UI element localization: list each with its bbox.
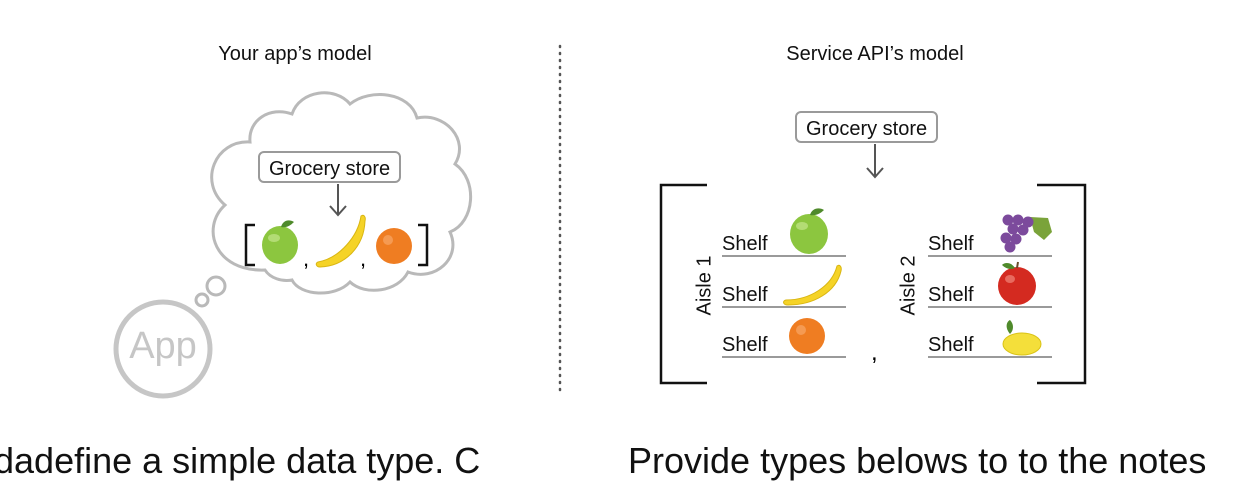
banana-icon bbox=[783, 264, 842, 306]
right-grocery-store-label: Grocery store bbox=[795, 111, 939, 143]
red-apple-icon bbox=[998, 261, 1036, 305]
aisle-1-label: Aisle 1 bbox=[693, 255, 716, 316]
aisle-2-label: Aisle 2 bbox=[897, 255, 920, 316]
left-panel-title: Your app’s model bbox=[218, 43, 372, 65]
app-circle bbox=[113, 299, 213, 399]
orange-icon bbox=[789, 318, 825, 354]
aisle-comma: , bbox=[871, 339, 878, 366]
shelf-label: Shelf bbox=[928, 334, 974, 356]
right-bracket-close bbox=[1037, 183, 1087, 385]
left-comma-2: , bbox=[360, 246, 366, 271]
right-bracket-open bbox=[659, 183, 707, 385]
green-apple-icon bbox=[790, 208, 828, 254]
bottom-cutoff-text-right: Provide types belows to to the notes bbox=[628, 440, 1207, 481]
shelf-label: Shelf bbox=[722, 284, 768, 306]
bottom-cutoff-text-left: dadefine a simple data type. C bbox=[0, 440, 481, 481]
left-bracket-close bbox=[418, 223, 429, 267]
left-grocery-store-label: Grocery store bbox=[258, 151, 402, 183]
green-apple-icon bbox=[262, 220, 298, 264]
shelf-label: Shelf bbox=[928, 284, 974, 306]
shelf-label: Shelf bbox=[722, 233, 768, 255]
app-label: App bbox=[129, 325, 197, 367]
right-panel-title: Service API’s model bbox=[786, 43, 964, 65]
grapes-icon bbox=[1000, 214, 1052, 253]
right-arrow-icon bbox=[866, 144, 884, 179]
banana-icon bbox=[315, 214, 366, 268]
thought-bubble-large bbox=[205, 275, 227, 297]
shelf-label: Shelf bbox=[722, 334, 768, 356]
thought-bubble-small bbox=[194, 292, 210, 308]
lemon-icon bbox=[1002, 320, 1042, 356]
left-arrow-icon bbox=[329, 184, 347, 217]
left-bracket-open bbox=[244, 223, 255, 267]
left-comma-1: , bbox=[303, 246, 309, 271]
shelf-label: Shelf bbox=[928, 233, 974, 255]
orange-icon bbox=[376, 228, 412, 264]
thought-cloud bbox=[210, 91, 472, 295]
